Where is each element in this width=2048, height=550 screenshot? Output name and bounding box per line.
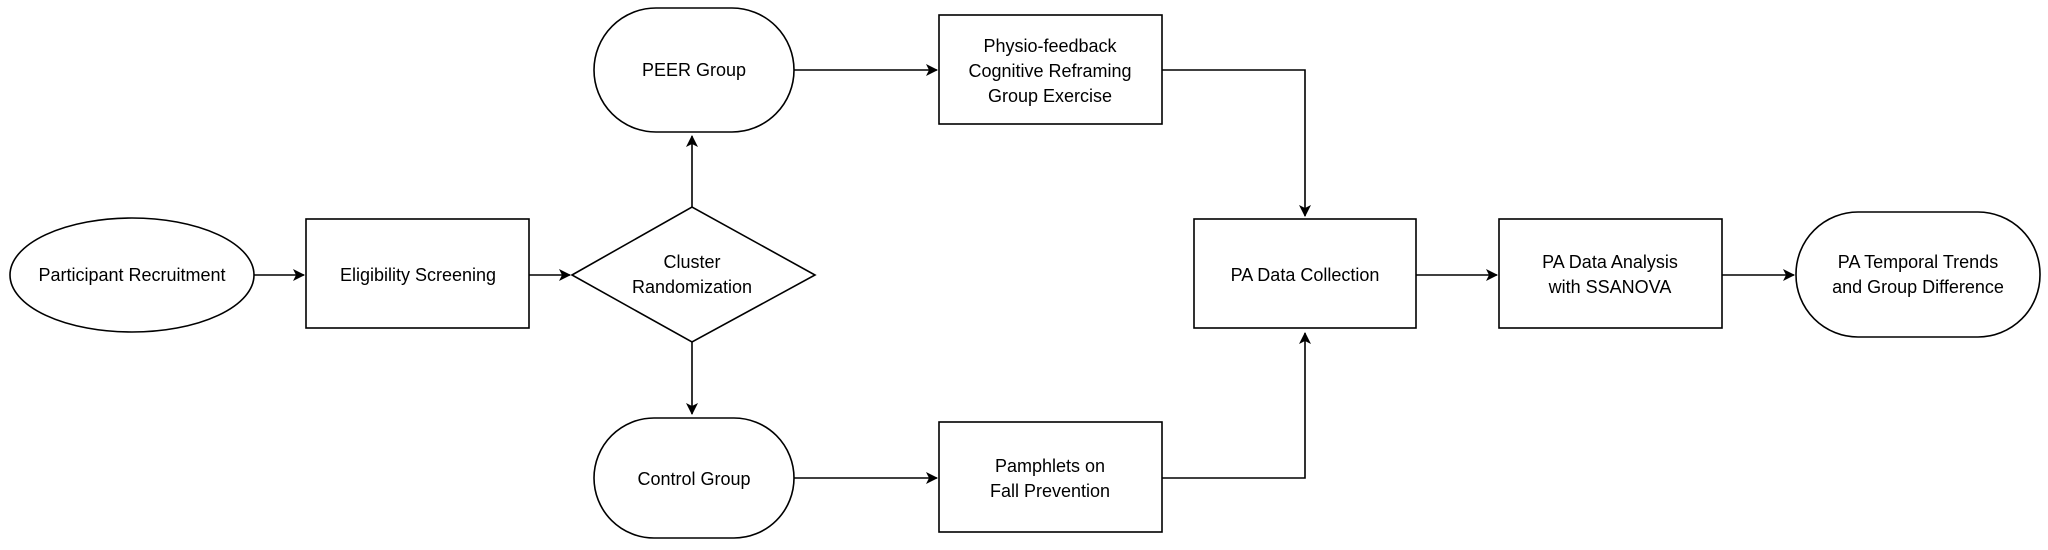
label-pa-temporal-trends-line2: and Group Difference (1832, 277, 2004, 297)
node-control-intervention (938, 421, 1163, 533)
label-pa-data-analysis-line2: with SSANOVA (1548, 277, 1672, 297)
label-peer-intervention-line1: Physio-feedback (983, 36, 1117, 56)
label-peer-group: PEER Group (642, 60, 746, 80)
node-pa-temporal-trends (1795, 211, 2041, 338)
node-control-group (593, 417, 795, 539)
node-eligibility-screening (305, 218, 530, 329)
edge-intervention-to-collection (1162, 69, 1311, 217)
node-pa-data-collection (1193, 218, 1417, 329)
label-cluster-randomization-line2: Randomization (632, 277, 752, 297)
edge-pamphlets-to-collection (1162, 332, 1311, 479)
label-control-intervention-line2: Fall Prevention (990, 481, 1110, 501)
node-peer-intervention (938, 14, 1163, 125)
label-cluster-randomization-line1: Cluster (663, 252, 720, 272)
node-pa-data-analysis (1498, 218, 1723, 329)
label-pa-data-analysis-line1: PA Data Analysis (1542, 252, 1678, 272)
label-pa-temporal-trends-line1: PA Temporal Trends (1838, 252, 1998, 272)
node-peer-group (593, 7, 795, 133)
node-cluster-randomization (570, 206, 817, 343)
label-peer-intervention-line2: Cognitive Reframing (968, 61, 1131, 81)
node-participant-recruitment (9, 217, 255, 333)
label-control-intervention-line1: Pamphlets on (995, 456, 1105, 476)
label-peer-intervention-line3: Group Exercise (988, 86, 1112, 106)
label-eligibility-screening: Eligibility Screening (340, 265, 496, 285)
label-control-group: Control Group (637, 469, 750, 489)
label-pa-data-collection: PA Data Collection (1231, 265, 1380, 285)
label-participant-recruitment: Participant Recruitment (38, 265, 225, 285)
